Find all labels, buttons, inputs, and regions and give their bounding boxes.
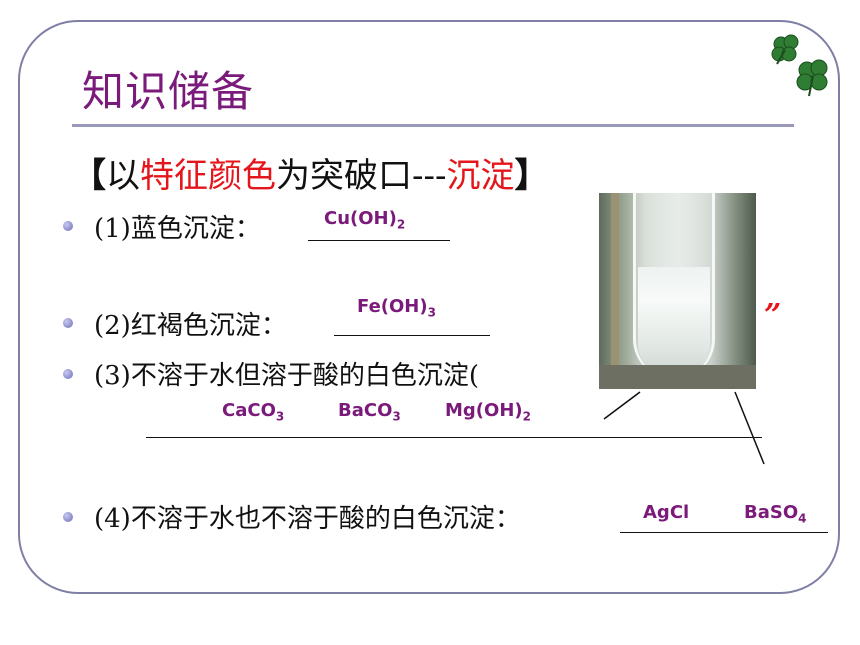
- precipitate-liquid: [638, 267, 710, 379]
- item-4-label: (4)不溶于水也不溶于酸的白色沉淀：: [94, 504, 521, 534]
- bullet-icon: [63, 221, 73, 231]
- subtitle-highlight-color: 特征颜色: [140, 156, 276, 196]
- test-tube: [633, 193, 715, 379]
- open-bracket: 【: [72, 156, 106, 196]
- close-bracket: 】: [514, 156, 549, 196]
- item-4-answer-2: BaSO4: [744, 502, 807, 526]
- item-2-answer: Fe(OH)3: [357, 296, 436, 320]
- item-4-blank: [620, 532, 828, 533]
- item-2-blank: [334, 335, 490, 336]
- section-subtitle: 【以特征颜色为突破口---沉淀】: [72, 148, 548, 197]
- bullet-icon: [63, 512, 73, 522]
- rack-stand: [611, 193, 619, 389]
- rack-shelf: [599, 365, 756, 389]
- item-3-answer-1: CaCO3: [222, 400, 285, 424]
- item-3-blank: [146, 437, 762, 438]
- item-2-label: (2)红褐色沉淀：: [94, 311, 287, 341]
- subtitle-part1: 以: [106, 156, 140, 196]
- bullet-icon: [63, 369, 73, 379]
- slide-frame: [18, 20, 840, 594]
- bullet-icon: [63, 318, 73, 328]
- item-3-answer-2: BaCO3: [338, 400, 401, 424]
- title-divider: [72, 124, 794, 127]
- item-1-label: (1)蓝色沉淀：: [94, 214, 261, 244]
- item-1-answer: Cu(OH)2: [324, 208, 406, 232]
- test-tube-photo: [599, 193, 756, 389]
- item-4-answer-1: AgCl: [643, 502, 690, 523]
- item-1-blank: [308, 240, 450, 241]
- clover-icon: [771, 34, 828, 97]
- slide-title: 知识储备: [82, 67, 255, 116]
- closing-quote: ”: [764, 298, 782, 333]
- subtitle-part3: 为突破口---: [276, 156, 447, 196]
- item-3-label: (3)不溶于水但溶于酸的白色沉淀(: [94, 361, 479, 391]
- subtitle-highlight-precipitate: 沉淀: [446, 156, 515, 196]
- item-3-answer-3: Mg(OH)2: [445, 400, 531, 424]
